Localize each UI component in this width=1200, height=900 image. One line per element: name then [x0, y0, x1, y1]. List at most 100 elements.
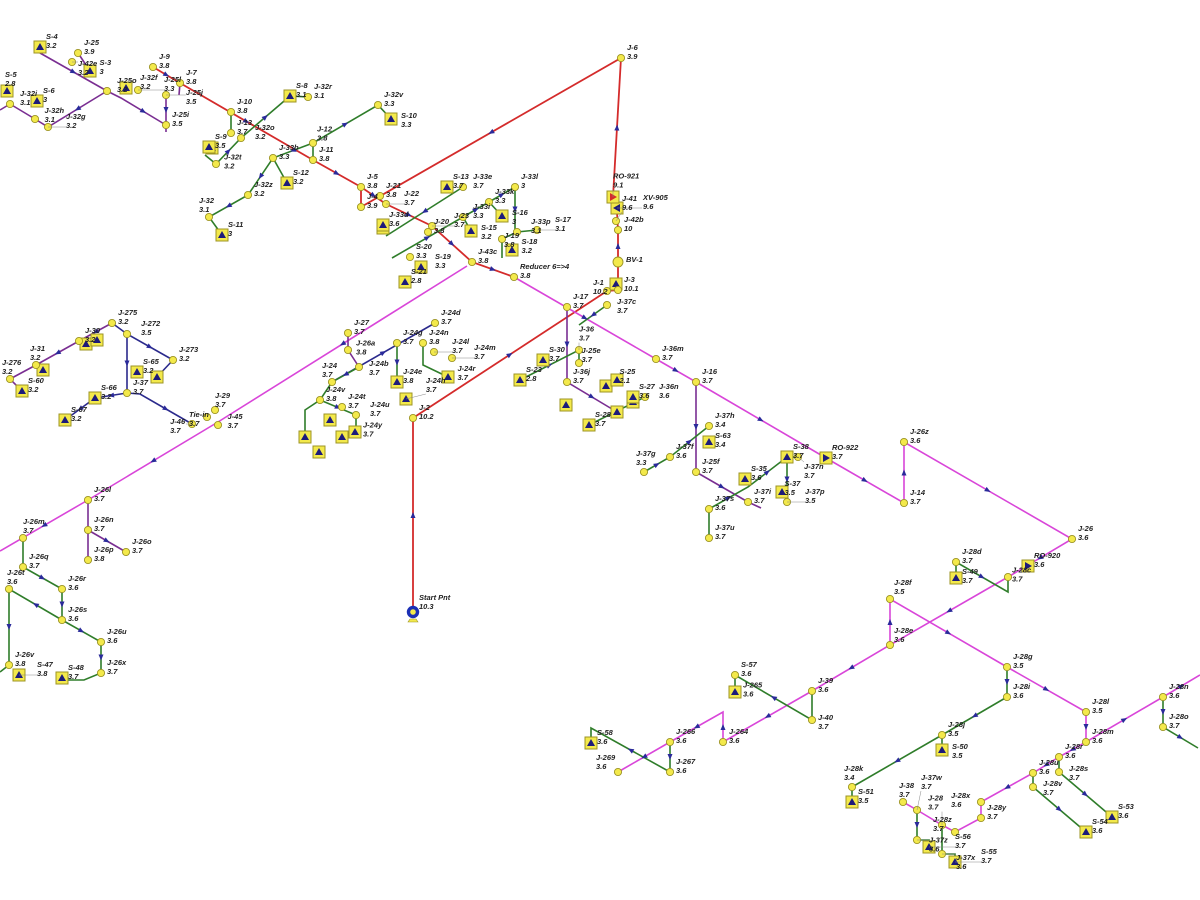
junction-node[interactable] — [303, 92, 313, 102]
junction-node[interactable] — [327, 377, 337, 387]
sprinkler-node[interactable] — [1105, 810, 1119, 824]
junction-node[interactable] — [613, 767, 623, 777]
sprinkler-node[interactable] — [119, 81, 133, 95]
junction-node[interactable] — [343, 345, 353, 355]
junction-node[interactable] — [1002, 692, 1012, 702]
sprinkler-node[interactable] — [283, 89, 297, 103]
junction-node[interactable] — [57, 615, 67, 625]
sprinkler-node[interactable] — [376, 218, 390, 232]
junction-node[interactable] — [356, 182, 366, 192]
junction-node[interactable] — [574, 358, 584, 368]
junction-node[interactable] — [704, 504, 714, 514]
sprinkler-node[interactable] — [55, 671, 69, 685]
sprinkler-node[interactable] — [150, 370, 164, 384]
junction-node[interactable] — [74, 336, 84, 346]
junction-node[interactable] — [102, 86, 112, 96]
sprinkler-node[interactable] — [935, 743, 949, 757]
sprinkler-node[interactable] — [323, 413, 337, 427]
junction-node[interactable] — [807, 715, 817, 725]
junction-node[interactable] — [423, 227, 433, 237]
junction-node[interactable] — [665, 737, 675, 747]
sprinkler-node[interactable] — [728, 685, 742, 699]
sprinkler-node[interactable] — [780, 450, 794, 464]
junction-node[interactable] — [743, 497, 753, 507]
junction-node[interactable] — [691, 377, 701, 387]
junction-node[interactable] — [512, 227, 522, 237]
junction-node[interactable] — [4, 660, 14, 670]
junction-node[interactable] — [613, 285, 623, 295]
junction-node[interactable] — [392, 338, 402, 348]
junction-node[interactable] — [236, 133, 246, 143]
junction-node[interactable] — [213, 420, 223, 430]
sprinkler-node[interactable] — [202, 140, 216, 154]
junction-node[interactable] — [458, 212, 468, 222]
junction-node[interactable] — [1028, 768, 1038, 778]
junction-node[interactable] — [308, 155, 318, 165]
junction-node[interactable] — [602, 300, 612, 310]
junction-node[interactable] — [121, 547, 131, 557]
junction-node[interactable] — [354, 362, 364, 372]
junction-node[interactable] — [976, 813, 986, 823]
sprinkler-node[interactable] — [775, 485, 789, 499]
sprinkler-node[interactable] — [90, 333, 104, 347]
sprinkler-node[interactable] — [440, 180, 454, 194]
junction-node[interactable] — [30, 114, 40, 124]
junction-node[interactable] — [691, 467, 701, 477]
junction-node[interactable] — [18, 533, 28, 543]
sprinkler-node[interactable] — [33, 40, 47, 54]
sprinkler-node[interactable] — [702, 435, 716, 449]
junction-node[interactable] — [885, 640, 895, 650]
junction-node[interactable] — [168, 355, 178, 365]
junction-node[interactable] — [57, 584, 67, 594]
junction-node[interactable] — [1158, 692, 1168, 702]
junction-node[interactable] — [308, 138, 318, 148]
junction-node[interactable] — [562, 302, 572, 312]
junction-node[interactable] — [899, 437, 909, 447]
sprinkler-node[interactable] — [626, 390, 640, 404]
source-node[interactable] — [406, 605, 420, 623]
sprinkler-node[interactable] — [845, 795, 859, 809]
junction-node[interactable] — [122, 388, 132, 398]
junction-node[interactable] — [5, 99, 15, 109]
junction-node[interactable] — [1081, 707, 1091, 717]
sprinkler-node[interactable] — [536, 353, 550, 367]
junction-node[interactable] — [5, 374, 15, 384]
junction-node[interactable] — [950, 827, 960, 837]
junction-node[interactable] — [31, 360, 41, 370]
junction-node[interactable] — [83, 495, 93, 505]
junction-node[interactable] — [96, 637, 106, 647]
junction-node[interactable] — [337, 402, 347, 412]
orifice-node[interactable] — [1021, 559, 1035, 573]
pipe-feed[interactable] — [126, 392, 193, 425]
sprinkler-node[interactable] — [582, 418, 596, 432]
sprinkler-node[interactable] — [312, 445, 326, 459]
junction-node[interactable] — [976, 797, 986, 807]
junction-node[interactable] — [1054, 752, 1064, 762]
junction-node[interactable] — [1158, 722, 1168, 732]
sprinkler-node[interactable] — [610, 373, 624, 387]
junction-node[interactable] — [510, 182, 520, 192]
junction-node[interactable] — [458, 182, 468, 192]
sprinkler-node[interactable] — [83, 64, 97, 78]
sprinkler-node[interactable] — [1079, 825, 1093, 839]
junction-node[interactable] — [1067, 534, 1077, 544]
junction-node[interactable] — [730, 670, 740, 680]
sprinkler-node[interactable] — [36, 363, 50, 377]
junction-node[interactable] — [847, 782, 857, 792]
junction-node[interactable] — [640, 392, 650, 402]
junction-node[interactable] — [226, 107, 236, 117]
sprinkler-node[interactable] — [390, 375, 404, 389]
junction-node[interactable] — [211, 159, 221, 169]
junction-node[interactable] — [243, 190, 253, 200]
ball-valve-node[interactable] — [612, 256, 624, 268]
junction-node[interactable] — [356, 202, 366, 212]
sprinkler-node[interactable] — [505, 243, 519, 257]
junction-node[interactable] — [83, 525, 93, 535]
junction-node[interactable] — [148, 62, 158, 72]
junction-node[interactable] — [807, 686, 817, 696]
junction-node[interactable] — [210, 405, 220, 415]
sprinkler-node[interactable] — [610, 405, 624, 419]
junction-node[interactable] — [704, 533, 714, 543]
junction-node[interactable] — [122, 329, 132, 339]
